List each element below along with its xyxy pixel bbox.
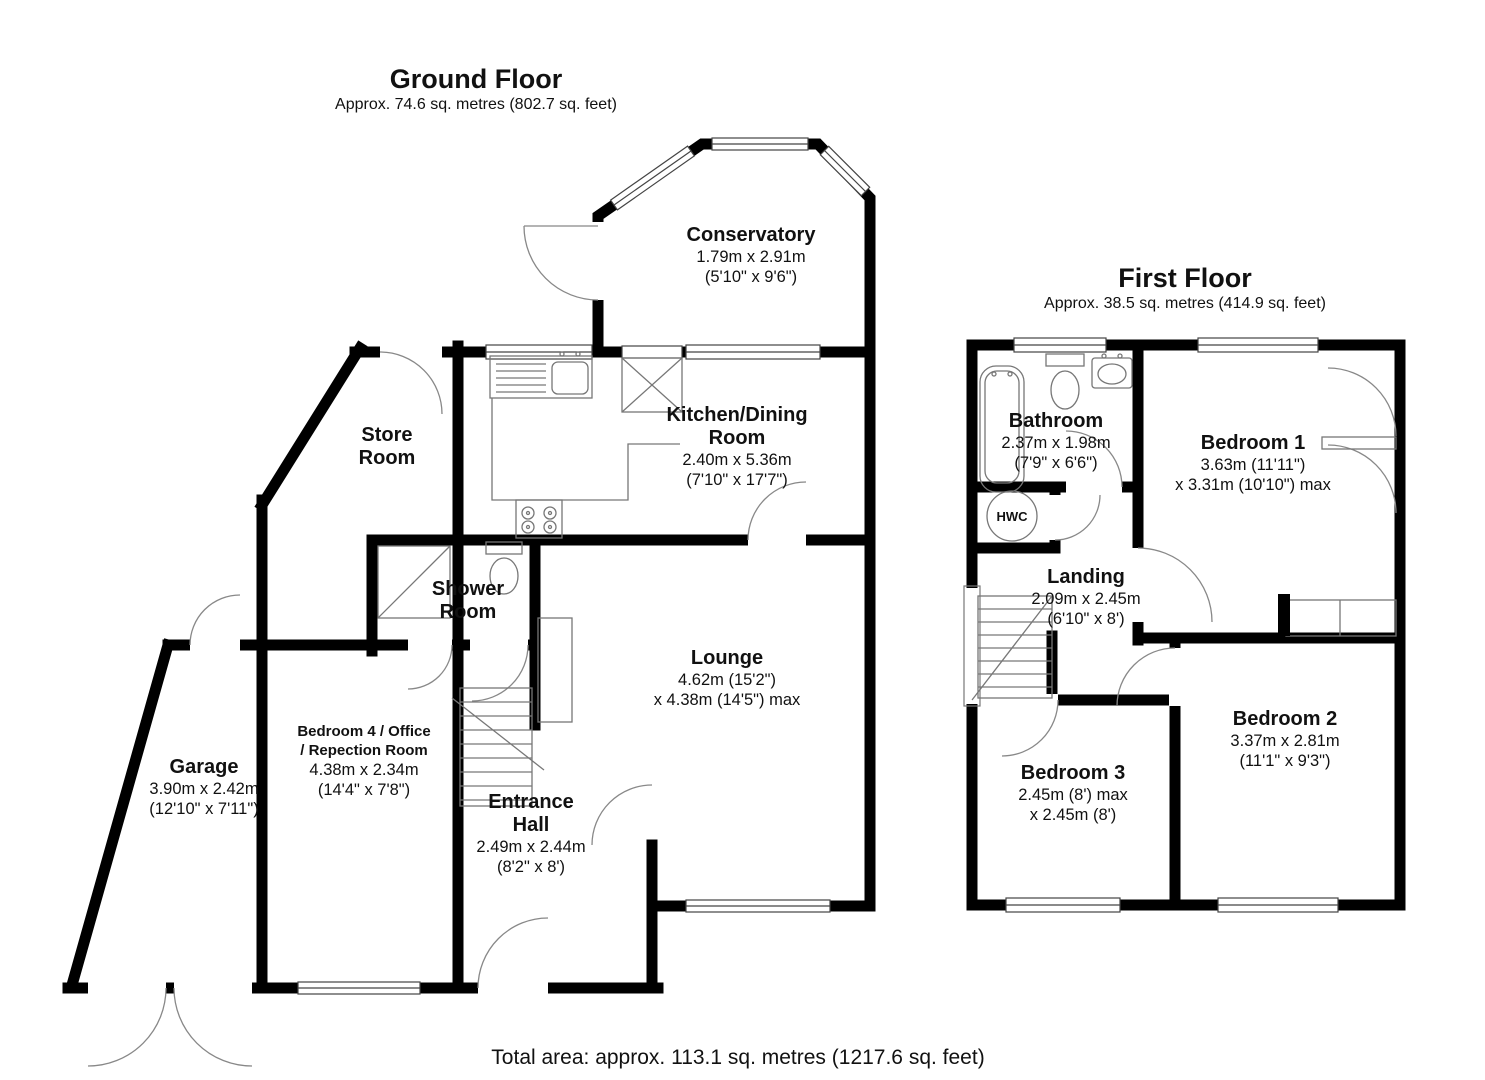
- room-dims-imperial: (11'1" x 9'3"): [1239, 752, 1331, 770]
- room-dims-imperial: (12'10" x 7'11"): [149, 800, 259, 818]
- room-name: Bedroom 4 / Office: [297, 723, 431, 740]
- room-dims-imperial: (6'10" x 8'): [1047, 610, 1125, 628]
- shower-toilet: [485, 541, 523, 595]
- ground-floor-door-arcs: [87, 225, 807, 1067]
- room-name: Store: [361, 424, 413, 446]
- room-label-shower-room: Shower Room: [432, 578, 504, 624]
- room-label-conservatory: Conservatory 1.79m x 2.91m (5'10" x 9'6"…: [687, 224, 816, 287]
- room-dims-metric: 3.63m (11'11"): [1200, 456, 1306, 474]
- kitchen-appliance: [621, 357, 683, 413]
- first-floor-title: First Floor Approx. 38.5 sq. metres (414…: [1044, 263, 1326, 315]
- room-dims-imperial: x 3.31m (10'10") max: [1175, 476, 1331, 494]
- total-area-text: Total area: approx. 113.1 sq. metres (12…: [491, 1046, 985, 1069]
- first-floor-stairs: [971, 595, 1053, 701]
- kitchen-counter: [491, 398, 680, 501]
- room-dims-metric: 4.38m x 2.34m: [309, 761, 419, 779]
- wall-stub: [1278, 594, 1290, 636]
- room-name: Bedroom 1: [1200, 432, 1306, 454]
- room-label-store-room: Store Room: [359, 424, 416, 470]
- room-name-line2: Room: [708, 427, 766, 449]
- room-label-landing: Landing 2.09m x 2.45m (6'10" x 8'): [1031, 566, 1140, 629]
- room-label-bedroom2: Bedroom 2 3.37m x 2.81m (11'1" x 9'3"): [1230, 708, 1339, 771]
- room-dims-imperial: (7'10" x 17'7"): [686, 471, 788, 489]
- ground-floor-title: Ground Floor Approx. 74.6 sq. metres (80…: [335, 64, 617, 116]
- room-name-line2: Room: [439, 601, 497, 623]
- room-dims-metric: 4.62m (15'2"): [678, 671, 776, 689]
- room-dims-imperial: x 4.38m (14'5") max: [653, 691, 801, 709]
- room-label-entrance-hall: Entrance Hall 2.49m x 2.44m (8'2" x 8'): [476, 791, 585, 877]
- room-dims-imperial: x 2.45m (8'): [1029, 806, 1117, 824]
- bathroom-toilet: [1045, 353, 1085, 410]
- room-name: Landing: [1047, 566, 1125, 588]
- first-floor-plan: HWC: [963, 337, 1406, 913]
- room-name: Garage: [169, 756, 239, 778]
- room-name-line2: Room: [358, 447, 416, 469]
- room-dims-metric: 2.40m x 5.36m: [682, 451, 792, 469]
- kitchen-sink: [489, 351, 593, 399]
- room-dims-imperial: (7'9" x 6'6"): [1014, 454, 1098, 472]
- floor-subtitle-text: Approx. 74.6 sq. metres (802.7 sq. feet): [335, 96, 617, 113]
- room-name: Shower: [431, 578, 505, 600]
- room-dims-metric: 1.79m x 2.91m: [696, 248, 806, 266]
- room-label-bedroom1: Bedroom 1 3.63m (11'11") x 3.31m (10'10"…: [1175, 432, 1331, 495]
- room-dims-metric: 2.45m (8') max: [1018, 786, 1128, 804]
- floor-title-text: Ground Floor: [389, 64, 563, 94]
- room-dims-imperial: (8'2" x 8'): [496, 858, 566, 876]
- room-label-bedroom4-office: Bedroom 4 / Office / Repection Room 4.38…: [297, 722, 430, 800]
- room-name: Bathroom: [1008, 410, 1104, 432]
- room-label-bathroom: Bathroom 2.37m x 1.98m (7'9" x 6'6"): [1001, 410, 1110, 473]
- bath: [979, 365, 1025, 493]
- first-floor-fixtures: [971, 353, 1397, 701]
- room-name-line2: / Repection Room: [300, 742, 428, 759]
- hwc-cylinder: [986, 490, 1038, 542]
- ground-floor-fixtures: [377, 351, 683, 807]
- room-dims-imperial: (14'4" x 7'8"): [317, 781, 411, 799]
- room-dims-metric: 2.09m x 2.45m: [1031, 590, 1141, 608]
- ground-floor-openings: [88, 222, 806, 994]
- room-name: Entrance: [488, 791, 574, 813]
- bedroom1-wardrobe: [1285, 436, 1397, 637]
- room-name: Kitchen/Dining: [666, 404, 808, 426]
- room-dims-metric: 3.37m x 2.81m: [1230, 732, 1340, 750]
- first-floor-door-arcs: [1001, 367, 1397, 757]
- ground-floor-plan: [62, 137, 876, 1067]
- kitchen-hob: [515, 499, 563, 539]
- room-dims-metric: 2.49m x 2.44m: [476, 838, 586, 856]
- room-name: Bedroom 3: [1020, 762, 1126, 784]
- room-dims-imperial: (5'10" x 9'6"): [704, 268, 798, 286]
- ground-floor-stairs: [451, 687, 545, 807]
- bathroom-sink: [1091, 353, 1133, 389]
- room-dims-metric: 3.90m x 2.42m: [149, 780, 259, 798]
- shower-tray: [377, 545, 451, 619]
- first-floor-windows: [963, 337, 1339, 913]
- lounge-alcove: [537, 617, 573, 723]
- room-label-bedroom3: Bedroom 3 2.45m (8') max x 2.45m (8'): [1018, 762, 1128, 825]
- room-label-garage: Garage 3.90m x 2.42m (12'10" x 7'11"): [149, 756, 258, 819]
- floor-title-text: First Floor: [1118, 263, 1252, 293]
- room-dims-metric: 2.37m x 1.98m: [1001, 434, 1111, 452]
- room-name: Conservatory: [686, 224, 816, 246]
- hwc-label: HWC: [996, 509, 1028, 524]
- room-name: Lounge: [690, 647, 764, 669]
- first-floor-openings: [966, 481, 1181, 706]
- room-name: Bedroom 2: [1232, 708, 1338, 730]
- room-name-line2: Hall: [512, 814, 550, 836]
- floor-subtitle-text: Approx. 38.5 sq. metres (414.9 sq. feet): [1044, 295, 1326, 312]
- ground-floor-windows: [297, 137, 871, 995]
- room-label-kitchen-dining: Kitchen/Dining Room 2.40m x 5.36m (7'10"…: [666, 404, 807, 490]
- room-label-lounge: Lounge 4.62m (15'2") x 4.38m (14'5") max: [654, 647, 801, 710]
